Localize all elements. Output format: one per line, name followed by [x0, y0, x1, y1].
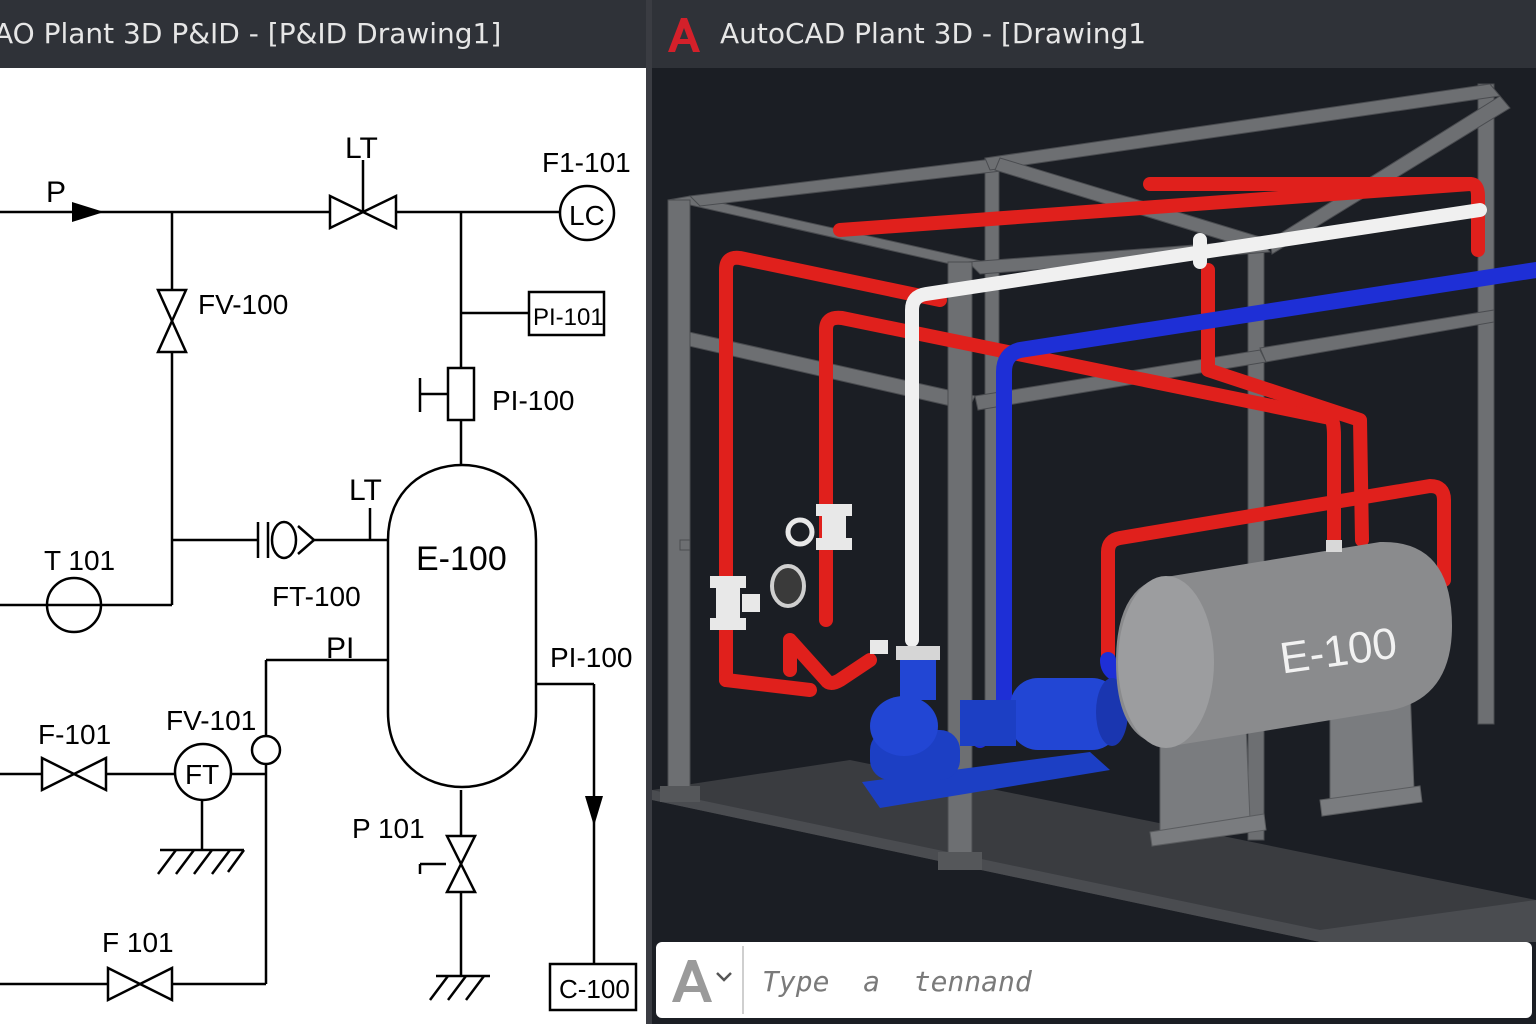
- valve-fv100-icon[interactable]: [156, 288, 188, 354]
- pid-window: AO Plant 3D P&ID - [P&ID Drawing1]: [0, 0, 646, 1024]
- c100-box[interactable]: [548, 962, 638, 1012]
- red-piping: [719, 177, 1485, 697]
- label-pi-101: PI-101: [533, 304, 604, 331]
- valve-lt-icon[interactable]: [328, 160, 398, 230]
- window-divider[interactable]: [646, 0, 652, 1024]
- label-pi-100-upper: PI-100: [492, 385, 575, 416]
- label-ft-100: FT-100: [272, 581, 361, 612]
- ground-icon: [157, 848, 246, 875]
- pid-title-bar[interactable]: AO Plant 3D P&ID - [P&ID Drawing1]: [0, 0, 646, 68]
- pump-motor[interactable]: [862, 640, 1128, 808]
- valve-f101b-icon[interactable]: [106, 965, 174, 1003]
- label-pi-100-right: PI-100: [550, 642, 633, 673]
- handwheel-valve-icon[interactable]: [785, 504, 852, 550]
- floor-slab: [652, 760, 1536, 942]
- model-viewport[interactable]: E-100: [652, 68, 1536, 942]
- command-autocad-icon[interactable]: [668, 952, 716, 1008]
- plant3d-title-bar[interactable]: AutoCAD Plant 3D - [Drawing1: [652, 0, 1536, 68]
- label-c-100: C-100: [559, 974, 630, 1004]
- label-p: P: [46, 176, 66, 209]
- chevron-down-icon[interactable]: [712, 964, 736, 988]
- vessel-e100[interactable]: [386, 463, 538, 789]
- plant3d-window: AutoCAD Plant 3D - [Drawing1: [652, 0, 1536, 1024]
- inline-valve-icon[interactable]: [710, 576, 760, 630]
- flow-arrow-down-icon: [585, 796, 603, 826]
- label-lc: LC: [569, 200, 605, 231]
- ground-icon-bottom: [429, 974, 490, 1001]
- ft-instrument-icon[interactable]: [173, 742, 233, 802]
- label-fv-101: FV-101: [166, 705, 256, 736]
- label-f1-101: F1-101: [542, 147, 631, 178]
- pi101-box[interactable]: [527, 290, 606, 337]
- label-p-101: P 101: [352, 813, 425, 844]
- white-piping: [905, 203, 1487, 647]
- autocad-logo-icon: [668, 18, 700, 52]
- label-f-101-b: F 101: [102, 927, 174, 958]
- label-t-101: T 101: [44, 545, 115, 576]
- label-lt-top: LT: [345, 132, 378, 165]
- lc-instrument-icon[interactable]: [558, 184, 616, 242]
- command-input[interactable]: [760, 952, 1484, 1010]
- pid-window-title: AO Plant 3D P&ID - [P&ID Drawing1]: [0, 17, 502, 50]
- ft100-element-icon[interactable]: [256, 520, 316, 560]
- pid-drawing-canvas[interactable]: P LT F1-101 LC FV-100 PI-101 PI-100 LT T…: [0, 68, 646, 1024]
- pressure-gauge-icon[interactable]: [770, 564, 806, 608]
- vessel-e100-3d[interactable]: E-100: [1116, 541, 1452, 748]
- label-e-100: E-100: [416, 540, 507, 578]
- command-line: [656, 942, 1532, 1018]
- valve-p101-icon[interactable]: [444, 834, 478, 894]
- label-ft: FT: [185, 759, 219, 790]
- flow-arrow-icon: [72, 202, 104, 222]
- t101-instrument-icon[interactable]: [45, 576, 103, 634]
- valve-f101-icon[interactable]: [40, 755, 108, 793]
- command-divider: [742, 946, 744, 1014]
- label-pi: PI: [326, 632, 354, 665]
- label-f-101-a: F-101: [38, 719, 111, 750]
- label-lt-mid: LT: [349, 474, 382, 507]
- label-fv-100: FV-100: [198, 289, 288, 320]
- plant3d-window-title: AutoCAD Plant 3D - [Drawing1: [720, 17, 1147, 50]
- junction-instrument-icon[interactable]: [250, 734, 282, 766]
